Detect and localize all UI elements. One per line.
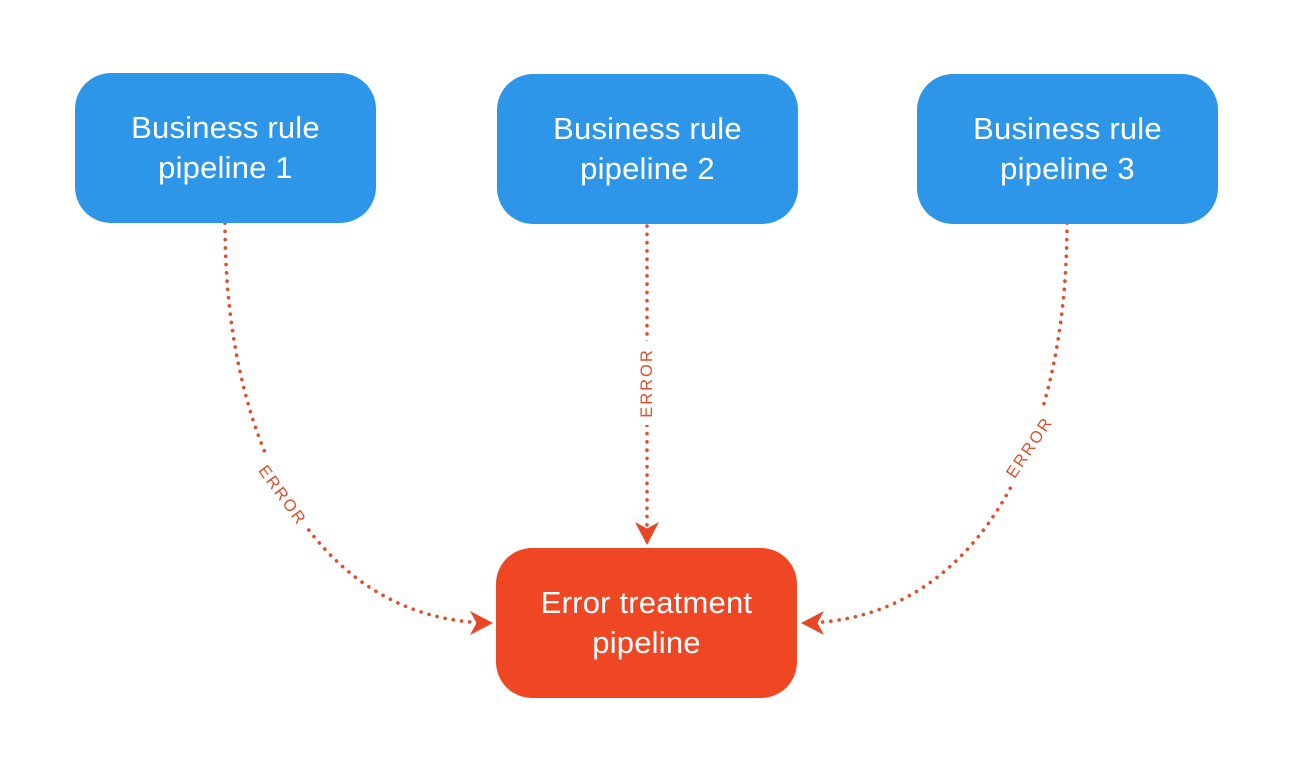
node-label-line: Business rule xyxy=(131,110,320,145)
node-label-line: Business rule xyxy=(973,111,1162,146)
node-label-line: pipeline xyxy=(592,625,701,660)
node-label-line: Error treatment xyxy=(540,585,753,620)
node-label-line: pipeline 3 xyxy=(1000,151,1135,186)
edge-label-error-3: ERROR xyxy=(995,405,1063,489)
node-label-line: pipeline 2 xyxy=(580,151,715,186)
edge-label-background xyxy=(995,405,1063,489)
edge-pipeline1-to-error xyxy=(223,221,495,635)
node-business-rule-pipeline-1: Business rule pipeline 1 xyxy=(75,73,376,223)
edge-pipeline3-to-error xyxy=(799,221,1069,635)
edge-label-error-1: ERROR xyxy=(248,454,318,536)
edge-label-text: ERROR xyxy=(638,348,656,418)
node-label-line: pipeline 1 xyxy=(158,150,293,185)
node-label-line: Business rule xyxy=(553,111,742,146)
edge-label-background xyxy=(248,454,318,536)
edge-label-background xyxy=(633,341,659,425)
edge-label-error-2: ERROR xyxy=(633,341,659,425)
node-business-rule-pipeline-2: Business rule pipeline 2 xyxy=(497,74,798,224)
node-error-treatment-pipeline: Error treatment pipeline xyxy=(496,548,797,698)
node-business-rule-pipeline-3: Business rule pipeline 3 xyxy=(917,74,1218,224)
